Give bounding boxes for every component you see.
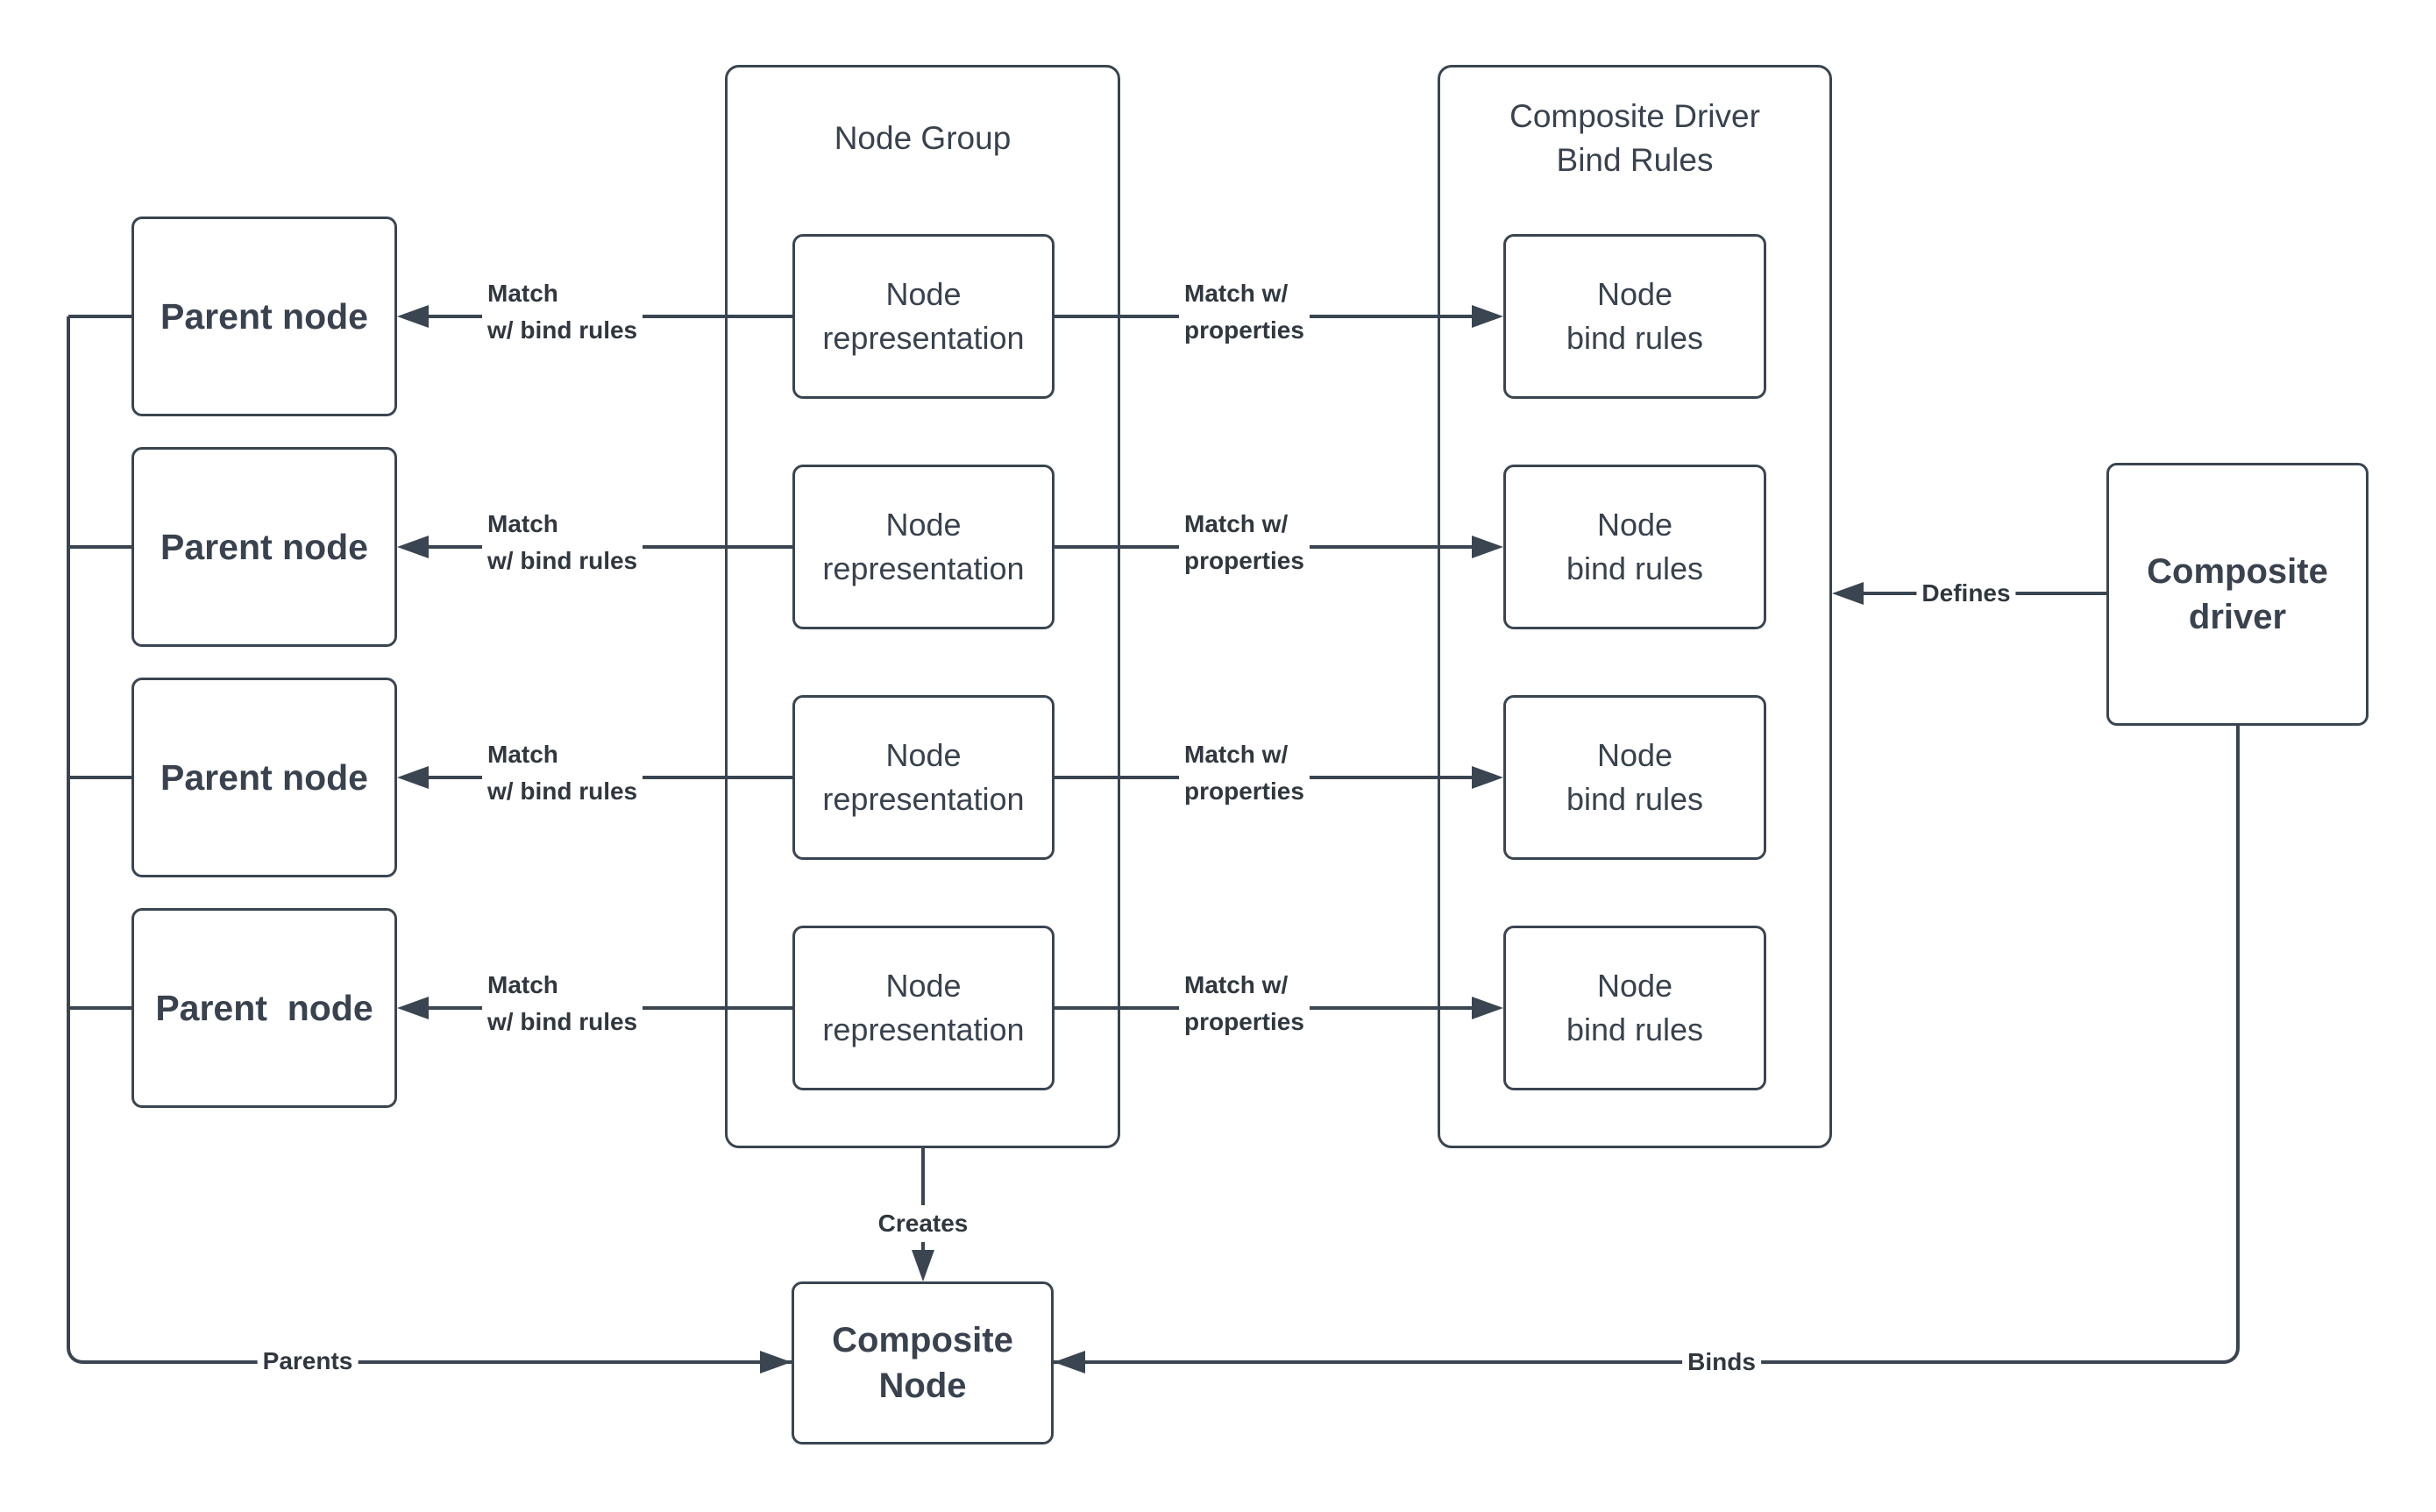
node-bind-rules-box: Node bind rules [1503, 695, 1766, 860]
node-representation-box: Node representation [792, 695, 1055, 860]
edge-label-match-properties: Match w/ properties [1179, 275, 1310, 349]
edge-label-match-bind-rules: Match w/ bind rules [482, 736, 643, 810]
parent-stub-line [68, 545, 131, 549]
match-bind-rules-arrowhead-icon [397, 997, 429, 1019]
edge-label-parents: Parents [257, 1343, 359, 1380]
match-bind-rules-arrowhead-icon [397, 536, 429, 558]
match-bind-rules-arrowhead-icon [397, 305, 429, 328]
parent-stub-line [68, 776, 131, 779]
match-properties-arrowhead-icon [1472, 305, 1503, 328]
parent-node-box: Parent node [131, 908, 397, 1108]
node-bind-rules-box: Node bind rules [1503, 465, 1766, 629]
defines-arrowhead-icon [1832, 582, 1864, 605]
match-bind-rules-arrowhead-icon [397, 766, 429, 789]
parent-stub-line [68, 315, 131, 318]
creates-arrowhead-icon [912, 1250, 934, 1281]
node-representation-box: Node representation [792, 234, 1055, 399]
parent-node-box: Parent node [131, 678, 397, 877]
node-group-title: Node Group [834, 120, 1012, 156]
node-bind-rules-box: Node bind rules [1503, 926, 1766, 1090]
edge-label-match-properties: Match w/ properties [1179, 967, 1310, 1040]
parent-stub-line [68, 1006, 131, 1010]
composite-node-box: Composite Node [792, 1281, 1054, 1445]
edge-label-match-properties: Match w/ properties [1179, 736, 1310, 810]
creates-line [921, 1148, 925, 1252]
edge-label-match-properties: Match w/ properties [1179, 506, 1310, 579]
node-bind-rules-box: Node bind rules [1503, 234, 1766, 399]
parent-node-box: Parent node [131, 217, 397, 416]
edge-label-match-bind-rules: Match w/ bind rules [482, 967, 643, 1040]
parents-connector-line [67, 316, 792, 1364]
match-properties-arrowhead-icon [1472, 536, 1503, 558]
binds-arrowhead-icon [1054, 1351, 1085, 1374]
node-representation-box: Node representation [792, 926, 1055, 1090]
node-representation-box: Node representation [792, 465, 1055, 629]
edge-label-binds: Binds [1682, 1344, 1761, 1381]
edge-label-creates: Creates [872, 1205, 974, 1242]
binds-connector-line [1054, 726, 2240, 1364]
parents-arrowhead-icon [760, 1351, 792, 1374]
bind-rules-title: Composite Driver Bind Rules [1509, 98, 1760, 178]
edge-label-match-bind-rules: Match w/ bind rules [482, 275, 643, 349]
match-properties-arrowhead-icon [1472, 997, 1503, 1019]
edge-label-match-bind-rules: Match w/ bind rules [482, 506, 643, 579]
composite-driver-box: Composite driver [2106, 463, 2369, 726]
match-properties-arrowhead-icon [1472, 766, 1503, 789]
edge-label-defines: Defines [1916, 575, 2016, 612]
parent-node-box: Parent node [131, 447, 397, 647]
